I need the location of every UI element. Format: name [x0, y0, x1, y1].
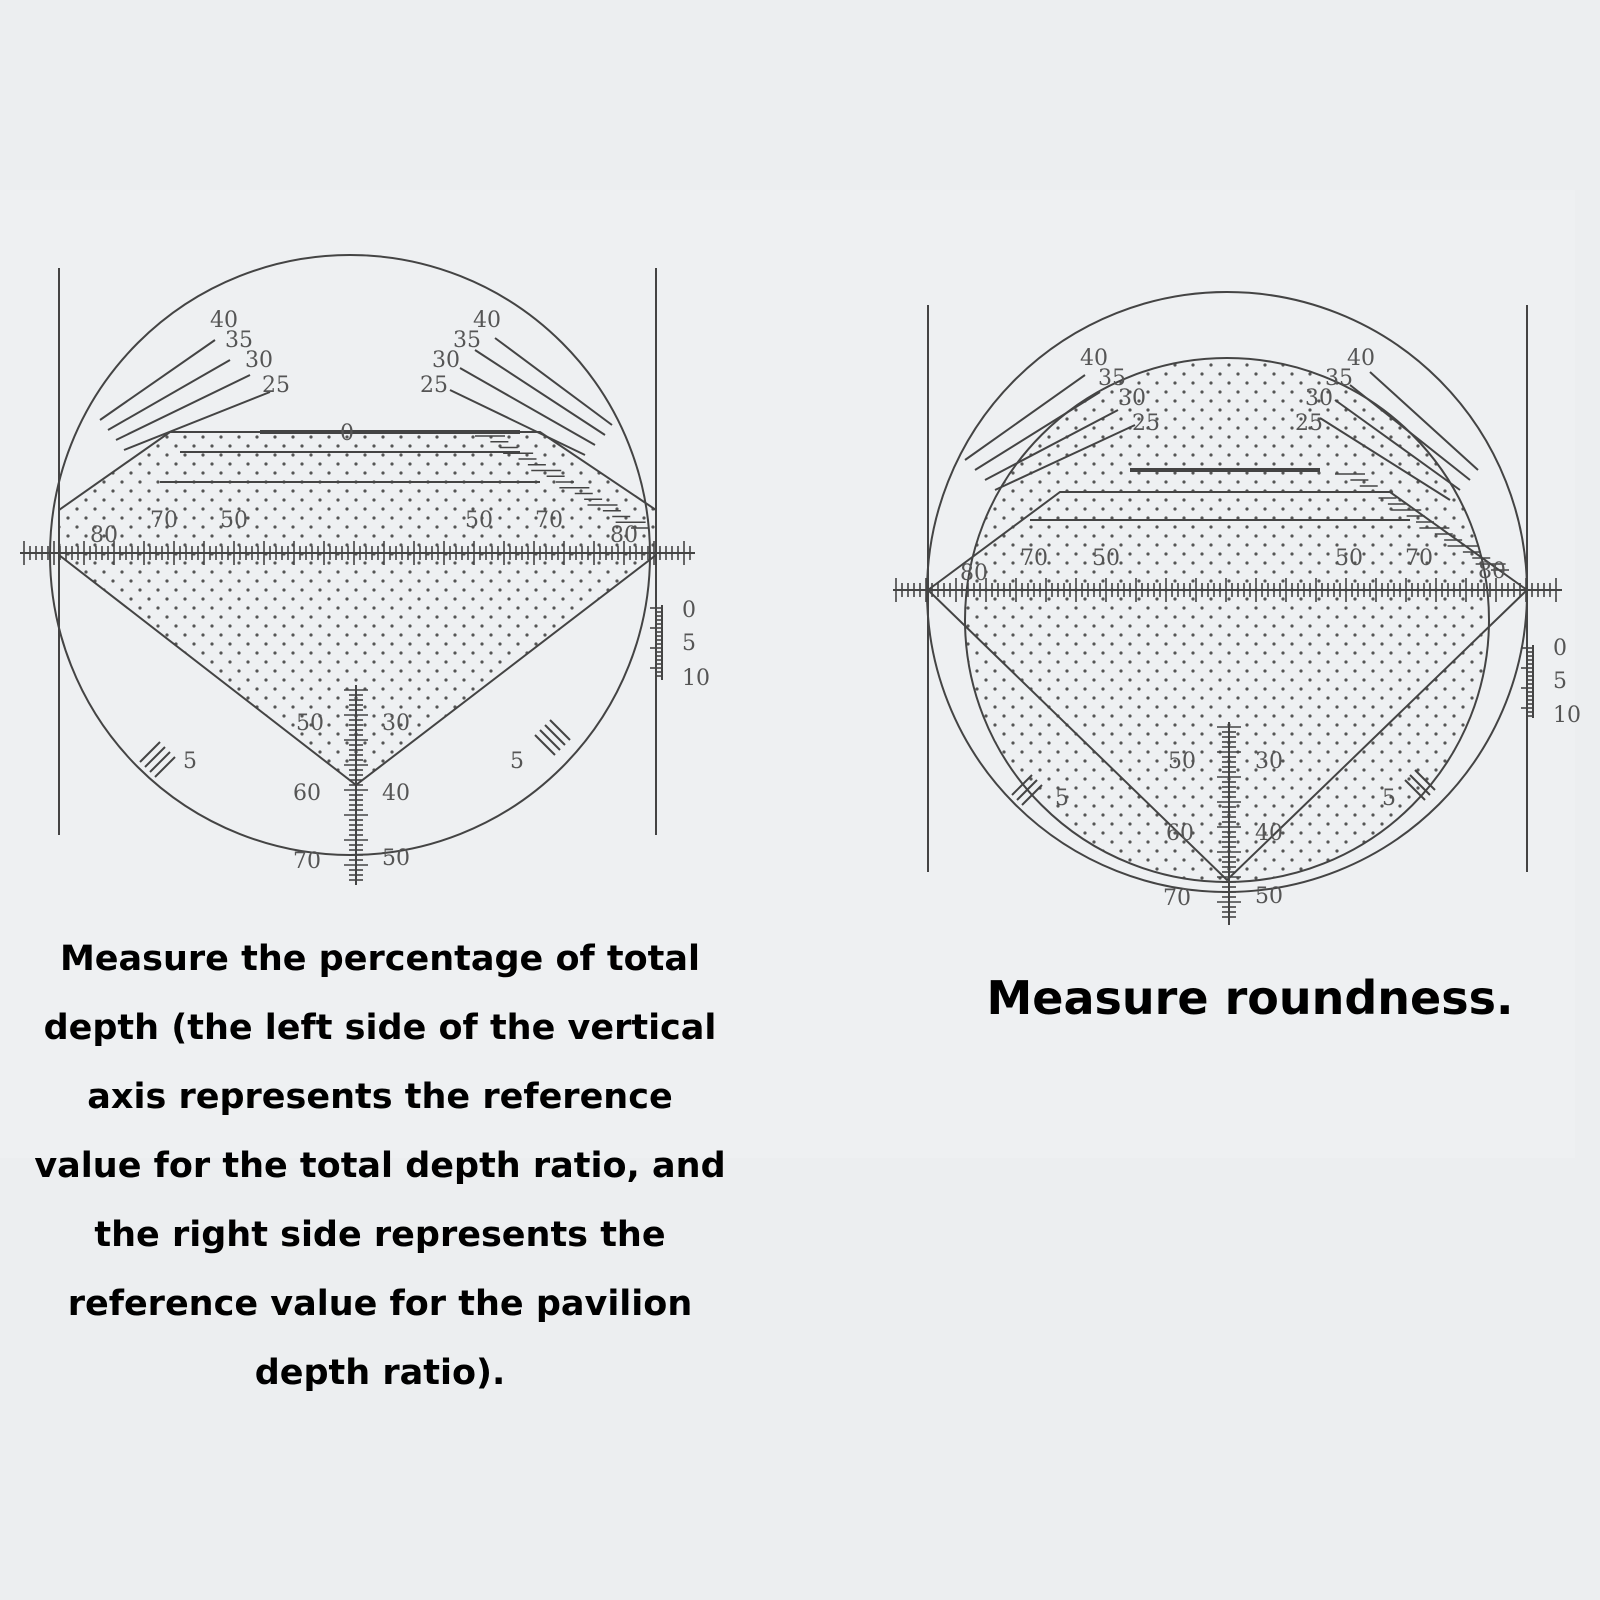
- left-side-tick-cluster-left: [139, 741, 176, 778]
- right-side-label-5: 5: [1553, 669, 1567, 694]
- right-crown-label-30: 30: [1118, 386, 1146, 411]
- left-reticle: [20, 254, 695, 885]
- left-pavilion-hatch: [475, 435, 649, 529]
- left-crown-label-35: 35: [225, 328, 253, 353]
- right-crown-label-30b: 30: [1305, 386, 1333, 411]
- right-crown-label-40b: 40: [1347, 346, 1375, 371]
- caption-total-depth: Measure the percentage of total depth (t…: [34, 939, 726, 1393]
- left-side-label-10: 10: [682, 666, 710, 691]
- right-side-tick-label-a: 5: [1055, 786, 1069, 811]
- right-side-scale-ticks: [1521, 647, 1533, 717]
- left-side-label-0: 0: [682, 598, 696, 623]
- left-girdle-label-80b: 80: [610, 523, 638, 548]
- right-crown-label-25: 25: [1132, 411, 1160, 436]
- right-pavilion-label-30: 30: [1255, 749, 1283, 774]
- right-pavilion-label-40: 40: [1255, 821, 1283, 846]
- left-crown-label-40: 40: [210, 308, 238, 333]
- left-bottom-scale-ticks: [344, 689, 368, 881]
- right-girdle-ticks: [895, 578, 1557, 602]
- left-pavilion-label-60: 60: [293, 781, 321, 806]
- right-crown-angle-lines-left: [964, 374, 1136, 491]
- left-side-scale-ticks: [650, 607, 662, 677]
- right-side-label-10: 10: [1553, 703, 1581, 728]
- caption-roundness: Measure roundness.: [986, 971, 1514, 1025]
- left-crown-label-25: 25: [262, 373, 290, 398]
- left-side-tick-label-b: 5: [510, 749, 524, 774]
- left-side-tick-cluster-right: [534, 719, 571, 756]
- left-crown-angle-lines-left: [99, 339, 271, 451]
- left-crown-label-25b: 25: [420, 373, 448, 398]
- right-crown-label-35b: 35: [1325, 366, 1353, 391]
- left-gem-profile: [58, 431, 657, 787]
- left-pavilion-label-70: 70: [293, 849, 321, 874]
- left-crown-label-30: 30: [245, 348, 273, 373]
- right-crown-angle-lines-right: [1319, 371, 1479, 501]
- left-girdle-ticks: [23, 541, 691, 565]
- right-reticle-labels: 40 35 30 25 40 35 30 25 80 70 50 50 70 8…: [960, 346, 1581, 911]
- right-pavilion-hatch: [1335, 473, 1509, 571]
- right-girdle-label-80a: 80: [960, 561, 988, 586]
- right-girdle-label-80b: 80: [1478, 559, 1506, 584]
- left-reticle-labels: 40 35 30 25 40 35 30 25 0 80 70 50 50 70…: [90, 308, 710, 874]
- left-girdle-label-50b: 50: [465, 508, 493, 533]
- right-side-tick-cluster-right: [1404, 769, 1436, 801]
- left-table-center-label: 0: [340, 421, 354, 446]
- right-pavilion-label-70: 70: [1163, 886, 1191, 911]
- left-crown-label-35b: 35: [453, 328, 481, 353]
- right-pavilion-label-60: 60: [1166, 821, 1194, 846]
- right-bottom-scale-ticks: [1217, 726, 1241, 918]
- right-girdle-label-50b: 50: [1335, 546, 1363, 571]
- right-side-tick-cluster-left: [1011, 774, 1043, 806]
- left-crown-angle-lines-right: [449, 337, 613, 456]
- left-girdle-label-70a: 70: [150, 508, 178, 533]
- left-pavilion-label-50b: 50: [382, 846, 410, 871]
- left-pavilion-label-40: 40: [382, 781, 410, 806]
- right-pavilion-label-50: 50: [1168, 749, 1196, 774]
- right-girdle-label-70b: 70: [1405, 546, 1433, 571]
- left-crown-label-30b: 30: [432, 348, 460, 373]
- left-pavilion-label-30: 30: [382, 711, 410, 736]
- right-side-tick-label-b: 5: [1382, 786, 1396, 811]
- right-pavilion-label-50b: 50: [1255, 884, 1283, 909]
- left-girdle-label-80a: 80: [90, 523, 118, 548]
- left-pavilion-label-50: 50: [296, 711, 324, 736]
- right-side-label-0: 0: [1553, 636, 1567, 661]
- left-girdle-label-70b: 70: [535, 508, 563, 533]
- right-gem-outline: [964, 357, 1490, 883]
- right-girdle-label-70a: 70: [1020, 546, 1048, 571]
- right-girdle-label-50a: 50: [1092, 546, 1120, 571]
- left-crown-label-40b: 40: [473, 308, 501, 333]
- left-girdle-label-50a: 50: [220, 508, 248, 533]
- left-side-label-5: 5: [682, 631, 696, 656]
- right-crown-label-35: 35: [1098, 366, 1126, 391]
- right-crown-label-25b: 25: [1295, 411, 1323, 436]
- right-reticle: [893, 291, 1562, 925]
- right-crown-label-40: 40: [1080, 346, 1108, 371]
- left-side-tick-label-a: 5: [183, 749, 197, 774]
